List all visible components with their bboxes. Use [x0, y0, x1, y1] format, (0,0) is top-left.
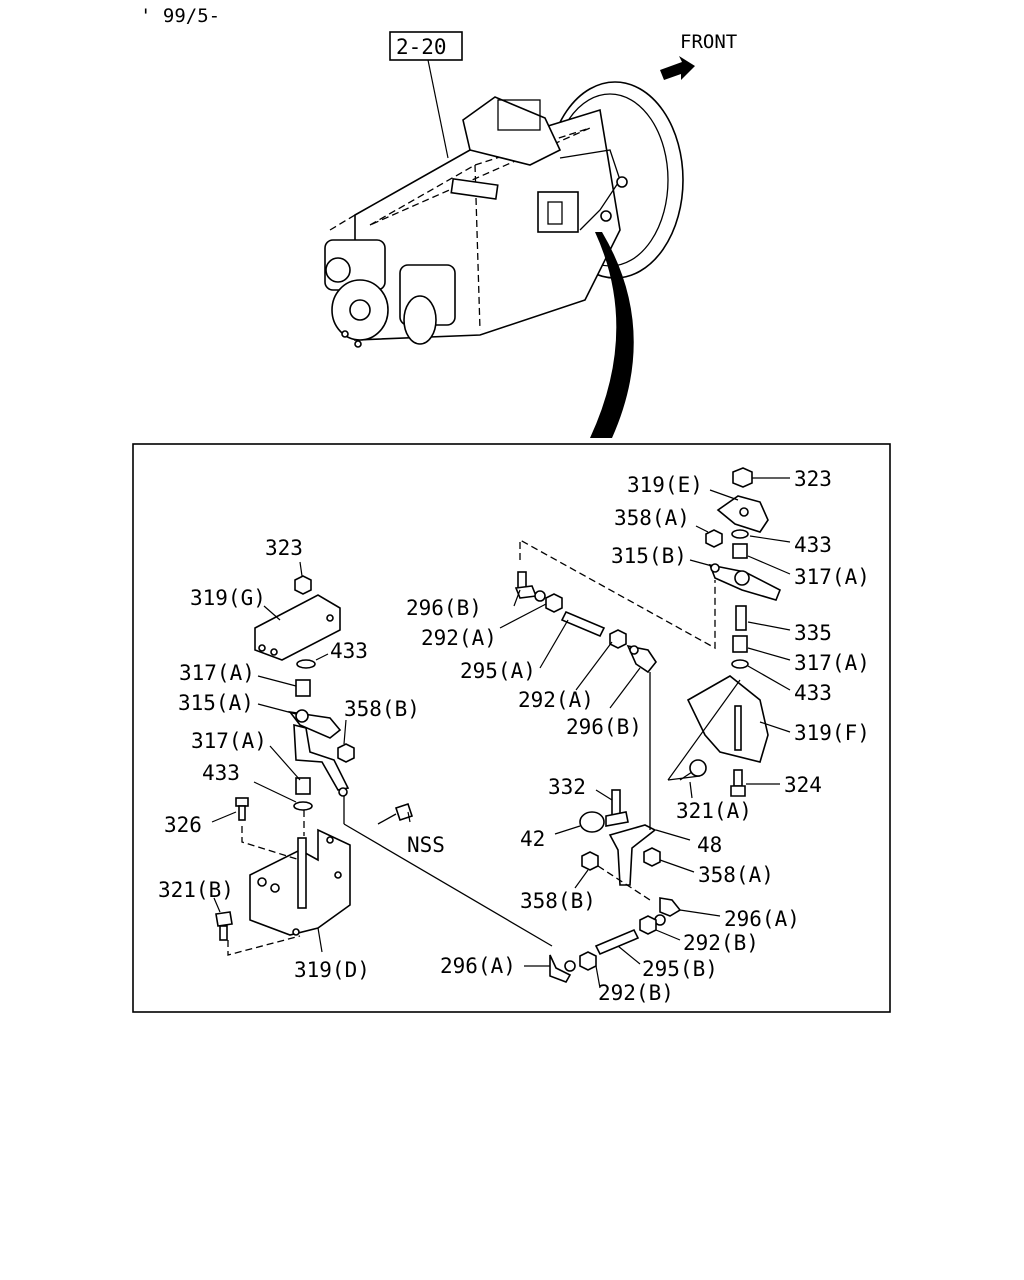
label-319d[interactable]: 319(D) [294, 958, 370, 982]
label-433-left-2[interactable]: 433 [202, 761, 240, 785]
label-358a-top[interactable]: 358(A) [614, 506, 690, 530]
label-317a-right-1[interactable]: 317(A) [794, 565, 870, 589]
label-319g[interactable]: 319(G) [190, 586, 266, 610]
label-358b-low[interactable]: 358(B) [520, 889, 596, 913]
label-319f[interactable]: 319(F) [794, 721, 870, 745]
label-296a-right[interactable]: 296(A) [724, 907, 800, 931]
label-321b[interactable]: 321(B) [158, 878, 234, 902]
transmission-assembly [324, 81, 684, 348]
detail-frame [132, 443, 891, 1013]
label-48[interactable]: 48 [697, 833, 722, 857]
label-332[interactable]: 332 [548, 775, 586, 799]
label-42[interactable]: 42 [520, 827, 545, 851]
label-292b-right[interactable]: 292(B) [683, 931, 759, 955]
label-335[interactable]: 335 [794, 621, 832, 645]
label-323-left[interactable]: 323 [265, 536, 303, 560]
label-326[interactable]: 326 [164, 813, 202, 837]
leader-lines [211, 477, 791, 989]
label-317a-left-1[interactable]: 317(A) [179, 661, 255, 685]
label-292a-mid[interactable]: 292(A) [518, 688, 594, 712]
label-323-top[interactable]: 323 [794, 467, 832, 491]
label-295a[interactable]: 295(A) [460, 659, 536, 683]
label-nss[interactable]: NSS [407, 833, 445, 857]
label-296a-low[interactable]: 296(A) [440, 954, 516, 978]
label-296b-top[interactable]: 296(B) [406, 596, 482, 620]
date-code: ' 99/5- [140, 5, 220, 27]
front-label: FRONT [680, 31, 737, 53]
label-317a-left-2[interactable]: 317(A) [191, 729, 267, 753]
label-295b[interactable]: 295(B) [642, 957, 718, 981]
label-292b-low[interactable]: 292(B) [598, 981, 674, 1005]
label-433-left-1[interactable]: 433 [330, 639, 368, 663]
right-linkage-parts [514, 467, 782, 983]
label-433-right-2[interactable]: 433 [794, 681, 832, 705]
label-315a[interactable]: 315(A) [178, 691, 254, 715]
reference-box[interactable] [389, 31, 463, 61]
label-292a-top[interactable]: 292(A) [421, 626, 497, 650]
label-319e[interactable]: 319(E) [627, 473, 703, 497]
front-arrow-icon [660, 56, 695, 80]
label-317a-right-2[interactable]: 317(A) [794, 651, 870, 675]
callout-band [590, 232, 634, 438]
label-321a[interactable]: 321(A) [676, 799, 752, 823]
reference-leader [427, 59, 449, 159]
label-358b-left[interactable]: 358(B) [344, 697, 420, 721]
label-358a-mid[interactable]: 358(A) [698, 863, 774, 887]
label-324[interactable]: 324 [784, 773, 822, 797]
label-315b[interactable]: 315(B) [611, 544, 687, 568]
label-433-right-1[interactable]: 433 [794, 533, 832, 557]
reference-box-label: 2-20 [396, 35, 447, 59]
label-296b-mid[interactable]: 296(B) [566, 715, 642, 739]
left-linkage-parts [215, 575, 553, 956]
